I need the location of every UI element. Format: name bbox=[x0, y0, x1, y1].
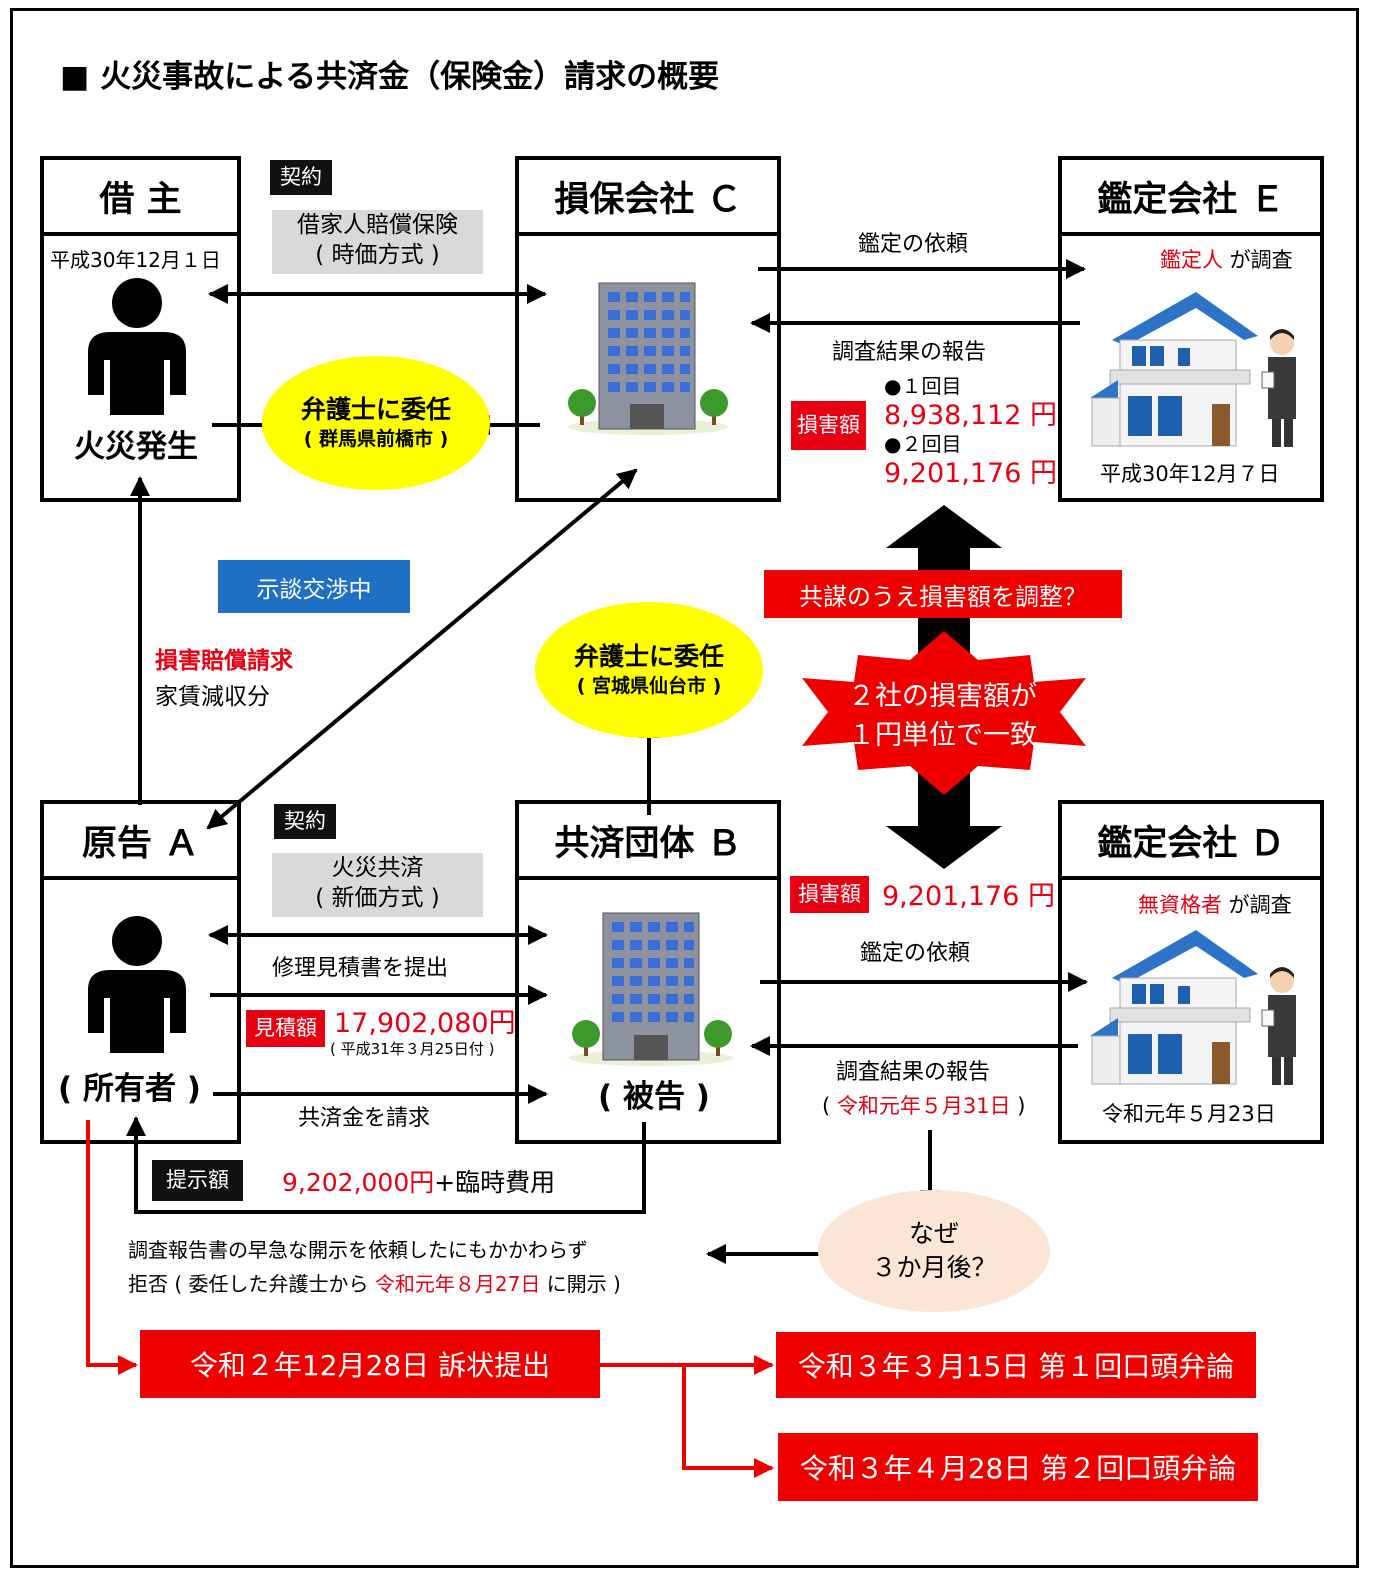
contract-tag-top: 契約 bbox=[270, 160, 332, 195]
kantei-d-surveyor-red: 無資格者 bbox=[1138, 893, 1222, 917]
damage-e-second-amount: 9,201,176 円 bbox=[884, 458, 1057, 489]
kantei-e-surveyor-red: 鑑定人 bbox=[1160, 248, 1223, 272]
damage-e-first-amount: 8,938,112 円 bbox=[884, 400, 1057, 431]
box-kantei-d-header: 鑑定会社 Ｄ bbox=[1062, 804, 1320, 880]
damage-d-amount: 9,201,176 円 bbox=[882, 881, 1055, 912]
starburst-match bbox=[802, 631, 1086, 795]
building-icon-sonpo bbox=[568, 282, 728, 435]
lawyer-sendai-line2: ( 宮城県仙台市 ) bbox=[576, 675, 722, 698]
conspiracy-badge: 共謀のうえ損害額を調整？ bbox=[764, 570, 1122, 618]
settlement-badge: 示談交渉中 bbox=[218, 560, 410, 613]
outer-frame bbox=[10, 8, 1359, 1568]
damage-d-tag: 損害額 bbox=[790, 876, 869, 913]
timeline-connectors bbox=[86, 1120, 774, 1478]
contract-tag-bottom: 契約 bbox=[274, 804, 336, 839]
damages-claim-label: 損害賠償請求 bbox=[155, 648, 293, 674]
report-d-open: ( bbox=[822, 1094, 837, 1118]
box-kyosai-b-header: 共済団体 Ｂ bbox=[519, 804, 777, 880]
page-title: ■ 火災事故による共済金（保険金）請求の概要 bbox=[60, 59, 720, 95]
offer-amount: 9,202,000円+臨時費用 bbox=[282, 1170, 555, 1195]
report-d-date-red: 令和元年５月31日 bbox=[836, 1094, 1011, 1118]
lawyer-maebashi-line1: 弁護士に委任 bbox=[300, 395, 451, 425]
report-d-close: ) bbox=[1010, 1094, 1026, 1118]
why-line1: なぜ bbox=[908, 1219, 959, 1249]
kantei-d-surveyor: 無資格者 が調査 bbox=[1138, 895, 1292, 916]
rent-loss-label: 家賃減収分 bbox=[155, 684, 270, 710]
fire-event-label: 火災発生 bbox=[74, 429, 198, 465]
arrow-settlement bbox=[206, 468, 638, 830]
house-icon-kantei-e bbox=[1090, 292, 1296, 447]
request-d-label: 鑑定の依頼 bbox=[860, 941, 971, 966]
kantei-d-surveyor-suffix: が調査 bbox=[1222, 893, 1292, 917]
repair-estimate-label: 修理見積書を提出 bbox=[272, 956, 449, 981]
report-d-date: ( 令和元年５月31日 ) bbox=[822, 1096, 1025, 1117]
estimate-date: ( 平成31年３月25日付 ) bbox=[330, 1040, 495, 1058]
box-shakunushi: 借 主 bbox=[40, 156, 241, 502]
refusal-line1: 調査報告書の早急な開示を依頼したにもかかわらず bbox=[128, 1238, 588, 1262]
contract-lease-line2: ( 時価方式 ) bbox=[315, 242, 440, 269]
match-line2: １円単位で一致 bbox=[848, 720, 1037, 751]
kyosai-defendant-label: ( 被告 ) bbox=[598, 1079, 710, 1115]
damage-e-tag: 損害額 bbox=[791, 401, 866, 450]
timeline-hearing-1: 令和３年３月15日 第１回口頭弁論 bbox=[776, 1332, 1256, 1398]
box-genkoku-a-header: 原告 Ａ bbox=[44, 804, 237, 880]
refusal-line2: 拒否 ( 委任した弁護士から 令和元年８月27日 に開示 ) bbox=[128, 1274, 621, 1294]
genkoku-owner-label: ( 所有者 ) bbox=[58, 1071, 201, 1107]
lawyer-sendai-line1: 弁護士に委任 bbox=[573, 642, 724, 672]
arrow-offer bbox=[126, 1116, 646, 1214]
lawyer-sendai: 弁護士に委任 ( 宮城県仙台市 ) bbox=[535, 602, 763, 738]
refusal-line2-red: 令和元年８月27日 bbox=[374, 1272, 541, 1296]
offer-tag: 提示額 bbox=[152, 1160, 243, 1201]
contract-lease-line1: 借家人賠償保険 bbox=[297, 212, 458, 238]
lawyer-maebashi: 弁護士に委任 ( 群馬県前橋市 ) bbox=[262, 356, 490, 490]
estimate-tag: 見積額 bbox=[246, 1010, 325, 1047]
match-line1: ２社の損害額が bbox=[848, 681, 1037, 712]
kantei-e-surveyor: 鑑定人 が調査 bbox=[1160, 250, 1293, 271]
kantei-e-surveyor-suffix: が調査 bbox=[1223, 248, 1293, 272]
offer-amount-red: 9,202,000円 bbox=[282, 1168, 435, 1197]
house-icon-kantei-d bbox=[1090, 930, 1296, 1085]
building-icon-kyosai bbox=[569, 912, 733, 1066]
timeline-lawsuit: 令和２年12月28日 訴状提出 bbox=[140, 1330, 600, 1398]
contract-fire-line2: ( 新価方式 ) bbox=[315, 885, 440, 912]
refusal-line2-b: に開示 ) bbox=[540, 1272, 621, 1296]
box-kantei-e-header: 鑑定会社 Ｅ bbox=[1062, 160, 1320, 236]
refusal-line2-a: 拒否 ( 委任した弁護士から bbox=[128, 1272, 375, 1296]
kantei-d-date: 令和元年５月23日 bbox=[1102, 1102, 1276, 1126]
request-e-label: 鑑定の依頼 bbox=[858, 232, 969, 257]
damage-e-first-label: ●１回目 bbox=[884, 374, 962, 398]
timeline-hearing-2: 令和３年４月28日 第２回口頭弁論 bbox=[778, 1433, 1258, 1501]
contract-lease-insurance: 借家人賠償保険 ( 時価方式 ) bbox=[272, 210, 483, 274]
offer-amount-suffix: +臨時費用 bbox=[434, 1168, 556, 1197]
why-line2: ３か月後？ bbox=[871, 1253, 997, 1282]
claim-kyosai-label: 共済金を請求 bbox=[298, 1106, 431, 1131]
why-ellipse: なぜ ３か月後？ bbox=[818, 1190, 1050, 1312]
box-sonpo-c-header: 損保会社 Ｃ bbox=[519, 160, 777, 236]
kantei-e-date: 平成30年12月７日 bbox=[1100, 462, 1280, 486]
person-icon-shakunushi bbox=[88, 278, 186, 415]
contract-fire-line1: 火災共済 bbox=[331, 855, 424, 881]
shakunushi-date: 平成30年12月１日 bbox=[50, 248, 221, 272]
person-icon-genkoku bbox=[88, 916, 186, 1053]
lawyer-maebashi-line2: ( 群馬県前橋市 ) bbox=[303, 428, 449, 451]
estimate-amount: 17,902,080円 bbox=[334, 1008, 516, 1039]
report-d-label: 調査結果の報告 bbox=[836, 1060, 991, 1085]
box-shakunushi-header: 借 主 bbox=[44, 160, 237, 236]
report-e-label: 調査結果の報告 bbox=[832, 340, 987, 365]
damage-e-second-label: ●２回目 bbox=[884, 432, 962, 456]
contract-fire-mutual: 火災共済 ( 新価方式 ) bbox=[272, 853, 483, 917]
flow-arrows bbox=[126, 259, 1088, 1264]
